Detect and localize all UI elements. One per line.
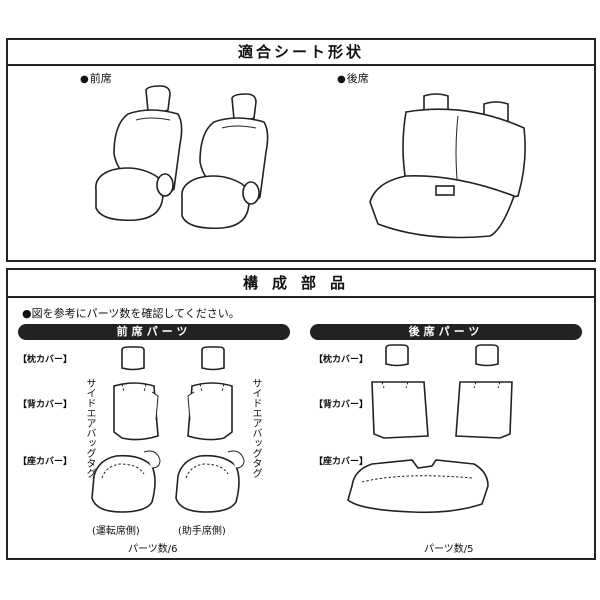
components-title: 構成部品 bbox=[8, 270, 594, 298]
passenger-headrest-cover bbox=[201, 346, 225, 371]
front-back-label: 【背カバー】 bbox=[18, 400, 73, 410]
passenger-seat-cover bbox=[175, 450, 245, 513]
driver-airbag-tag-note: サイドエアバッグタグ bbox=[84, 378, 95, 478]
rear-seat-cover bbox=[347, 459, 489, 514]
front-seat-cover-label: 【座カバー】 bbox=[18, 457, 73, 467]
driver-headrest-cover bbox=[121, 346, 145, 371]
front-seat-illustration-right bbox=[181, 93, 269, 230]
front-headrest-label: 【枕カバー】 bbox=[18, 355, 73, 365]
rear-headrest-cover-right bbox=[475, 344, 499, 367]
driver-side-caption: (運転席側) bbox=[92, 526, 140, 537]
passenger-back-cover bbox=[187, 382, 233, 441]
components-panel: 構成部品 bbox=[6, 268, 596, 560]
passenger-airbag-tag-note: サイドエアバッグタグ bbox=[250, 378, 261, 478]
driver-back-cover bbox=[113, 382, 159, 441]
front-seat-label: 前席 bbox=[80, 70, 112, 86]
front-parts-count: パーツ数/6 bbox=[128, 544, 178, 555]
front-parts-header: 前席パーツ bbox=[18, 324, 290, 340]
rear-back-cover-left bbox=[371, 381, 429, 439]
compatible-seat-title: 適合シート形状 bbox=[8, 40, 594, 66]
rear-parts-count: パーツ数/5 bbox=[424, 544, 474, 555]
rear-headrest-label: 【枕カバー】 bbox=[314, 355, 369, 365]
rear-bench-illustration bbox=[369, 93, 526, 239]
front-seat-illustration-left bbox=[95, 85, 183, 222]
driver-seat-cover bbox=[91, 450, 161, 513]
rear-back-label: 【背カバー】 bbox=[314, 400, 369, 410]
rear-headrest-cover-left bbox=[385, 344, 409, 367]
instruction-text: ●図を参考にパーツ数を確認してください。 bbox=[22, 307, 240, 320]
rear-parts-header: 後席パーツ bbox=[310, 324, 582, 340]
rear-back-cover-right bbox=[455, 381, 513, 439]
passenger-side-caption: (助手席側) bbox=[178, 526, 226, 537]
rear-seat-label: 後席 bbox=[337, 70, 369, 86]
rear-seat-cover-label: 【座カバー】 bbox=[314, 457, 369, 467]
